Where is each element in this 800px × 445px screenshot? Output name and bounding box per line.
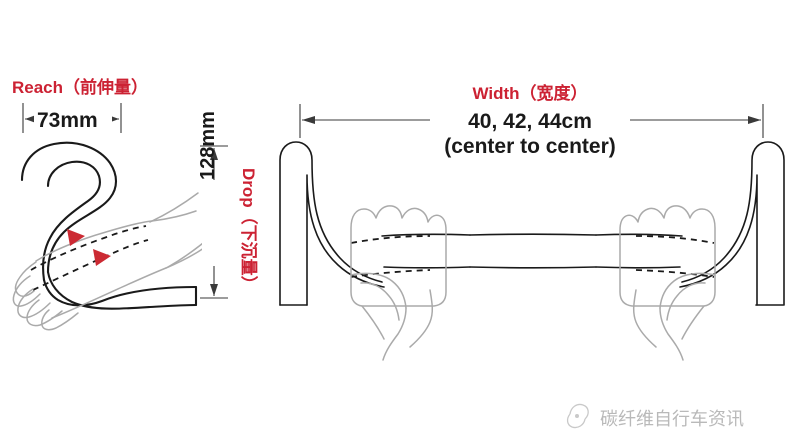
width-value: 40, 42, 44cm (468, 110, 592, 133)
drop-arrow-top (210, 148, 218, 160)
watermark-text: 碳纤维自行车资讯 (600, 409, 744, 430)
reach-value: 73mm (37, 109, 98, 132)
leaf-logo-icon (566, 403, 589, 429)
width-value-backdrop (430, 106, 630, 132)
reach-value-backdrop (34, 106, 112, 132)
drop-arrow-bottom (210, 284, 218, 296)
drop-dimension: 128mm Drop（下沉量） (197, 111, 259, 299)
drop-bar-front-view (279, 141, 785, 361)
width-dimension: 40, 42, 44cm (center to center) (299, 104, 764, 158)
left-hand (350, 205, 447, 361)
drop-value: 128mm (197, 111, 219, 180)
drop-value-backdrop (202, 180, 227, 266)
width-arrow-right (748, 116, 761, 124)
right-hand (619, 205, 716, 361)
reach-arrow-left (25, 115, 36, 123)
watermark: 碳纤维自行车资讯 (566, 403, 744, 430)
reach-dimension: 73mm (22, 103, 122, 133)
red-marker-upper (67, 229, 85, 246)
drop-bar-side-view (12, 141, 215, 331)
width-note: (center to center) (444, 135, 616, 158)
width-arrow-left (302, 116, 315, 124)
width-title: Width（宽度） (472, 83, 587, 103)
red-marker-lower (93, 249, 111, 266)
reach-title: Reach（前伸量） (12, 77, 148, 97)
drop-title: Drop（下沉量） (239, 168, 259, 293)
